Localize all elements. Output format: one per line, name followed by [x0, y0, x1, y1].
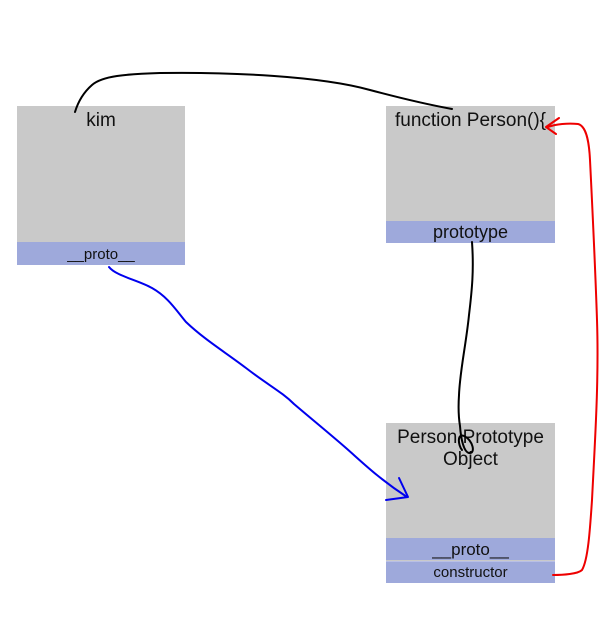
person-function-title: function Person(){: [394, 110, 547, 131]
constructor-to-person-function-link: [547, 122, 599, 576]
kim-object-box: kim __proto__: [17, 106, 185, 265]
person-function-box: function Person(){ prototype: [386, 106, 555, 243]
person-prototype-object-box: Person Prototype Object __proto__ constr…: [386, 423, 555, 583]
person-prototype-object-proto-slot: __proto__: [386, 538, 555, 560]
person-prototype-object-constructor-slot: constructor: [386, 561, 555, 583]
prototype-to-prototype-object-link: [457, 241, 474, 454]
constructor-link-arrowhead: [545, 117, 560, 135]
kim-proto-slot: __proto__: [17, 242, 185, 265]
person-prototype-object-title: Person Prototype Object: [397, 427, 544, 470]
kim-to-person-function-link: [74, 71, 453, 113]
kim-proto-to-prototype-object-link: [108, 266, 408, 498]
kim-proto-link-arrowhead: [385, 477, 409, 501]
kim-object-title: kim: [86, 110, 116, 131]
person-prototype-slot: prototype: [386, 221, 555, 243]
